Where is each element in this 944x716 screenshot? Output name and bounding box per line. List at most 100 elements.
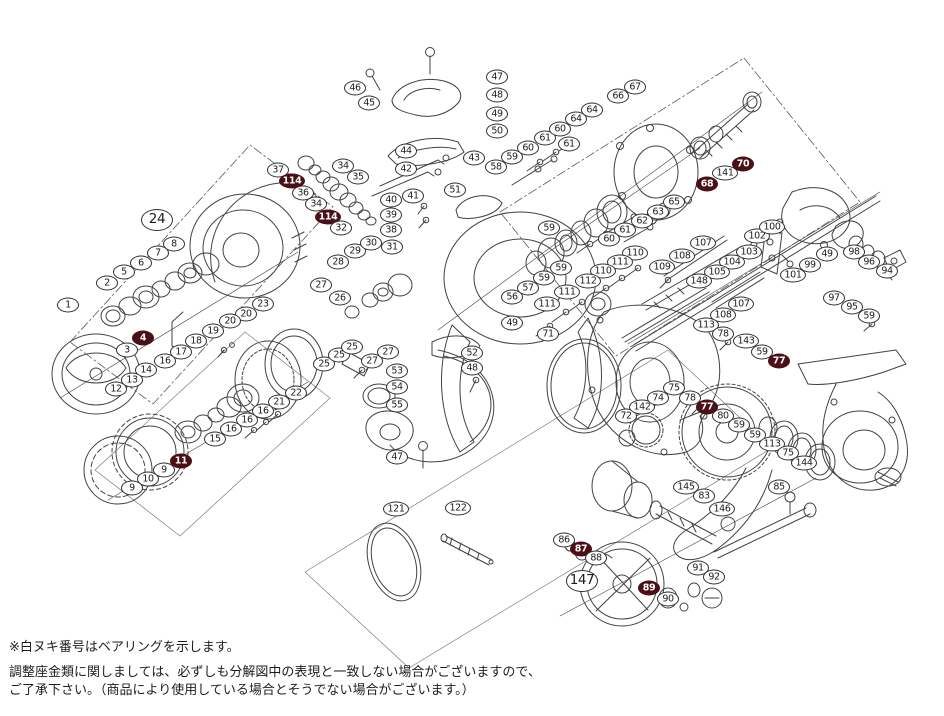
part-balloon-25: 25 [313, 356, 335, 372]
part-balloon-19: 19 [202, 323, 224, 339]
part-balloon-109: 109 [649, 259, 675, 275]
part-balloon-83: 83 [693, 488, 715, 504]
part-balloon-64: 64 [581, 102, 603, 118]
part-balloon-94: 94 [876, 263, 898, 279]
part-balloon-35: 35 [347, 169, 369, 185]
part-balloon-146: 146 [709, 501, 735, 517]
part-balloon-148: 148 [686, 273, 712, 289]
part-balloon-5: 5 [113, 264, 135, 280]
part-balloon-74: 74 [647, 390, 669, 406]
part-balloon-2: 2 [96, 275, 118, 291]
part-balloon-86: 86 [553, 532, 575, 548]
part-balloon-16: 16 [236, 412, 258, 428]
part-balloon-111: 111 [554, 284, 580, 300]
part-balloon-101: 101 [780, 267, 806, 283]
part-balloon-54: 54 [386, 379, 408, 395]
part-balloon-103: 103 [736, 244, 762, 260]
part-balloon-50: 50 [486, 123, 508, 139]
part-balloon-99: 99 [799, 257, 821, 273]
part-balloon-59: 59 [751, 344, 773, 360]
washer-note-line1: 調整座金類に関しましては、必ずしも分解図中の表現と一致しない場合がございますので… [9, 664, 541, 679]
part-balloon-26: 26 [329, 290, 351, 306]
part-balloon-16: 16 [252, 403, 274, 419]
part-balloon-31: 31 [381, 239, 403, 255]
part-balloon-46: 46 [344, 80, 366, 96]
part-balloon-62: 62 [631, 213, 653, 229]
part-balloon-75: 75 [777, 445, 799, 461]
part-balloon-51: 51 [444, 182, 466, 198]
part-balloon-107: 107 [728, 296, 754, 312]
part-balloon-38: 38 [380, 222, 402, 238]
part-balloon-111: 111 [534, 296, 560, 312]
part-balloon-59: 59 [728, 417, 750, 433]
part-balloon-59: 59 [550, 260, 572, 276]
part-balloon-41: 41 [402, 188, 424, 204]
part-balloon-16: 16 [220, 421, 242, 437]
part-balloon-53: 53 [386, 363, 408, 379]
part-balloon-45: 45 [358, 95, 380, 111]
part-balloon-57: 57 [517, 280, 539, 296]
part-balloon-113: 113 [693, 317, 719, 333]
part-balloon-48: 48 [461, 360, 483, 376]
part-balloon-70: 70 [732, 156, 754, 172]
part-balloon-145: 145 [673, 479, 699, 495]
part-balloon-65: 65 [663, 194, 685, 210]
part-balloon-12: 12 [105, 381, 127, 397]
part-balloon-67: 67 [624, 79, 646, 95]
part-balloon-91: 91 [687, 560, 709, 576]
part-balloon-64: 64 [565, 111, 587, 127]
part-balloon-16: 16 [154, 353, 176, 369]
part-balloon-114: 114 [279, 173, 305, 189]
part-balloon-75: 75 [663, 380, 685, 396]
part-balloon-49: 49 [501, 315, 523, 331]
part-balloon-23: 23 [252, 296, 274, 312]
part-balloon-108: 108 [710, 307, 736, 323]
part-balloon-27: 27 [361, 353, 383, 369]
part-balloon-122: 122 [445, 500, 471, 516]
part-balloon-78: 78 [712, 326, 734, 342]
part-balloon-60: 60 [598, 231, 620, 247]
part-balloon-80: 80 [712, 408, 734, 424]
part-balloon-9: 9 [121, 480, 143, 496]
part-balloon-29: 29 [344, 243, 366, 259]
part-balloon-15: 15 [204, 431, 226, 447]
part-balloon-72: 72 [615, 408, 637, 424]
part-balloon-21: 21 [268, 394, 290, 410]
part-balloon-34: 34 [332, 158, 354, 174]
part-balloon-27: 27 [377, 344, 399, 360]
part-balloon-60: 60 [549, 121, 571, 137]
part-balloon-36: 36 [292, 185, 314, 201]
part-balloon-59: 59 [533, 270, 555, 286]
part-balloon-27: 27 [310, 277, 332, 293]
part-balloon-47: 47 [386, 449, 408, 465]
part-balloon-40: 40 [380, 192, 402, 208]
part-balloon-13: 13 [121, 372, 143, 388]
part-balloon-59: 59 [858, 308, 880, 324]
part-balloon-61: 61 [534, 130, 556, 146]
part-balloon-88: 88 [585, 550, 607, 566]
part-balloon-56: 56 [501, 289, 523, 305]
washer-note-line2: ご了承下さい。（商品により使用している場合とそうでない場合がございます。） [9, 682, 475, 697]
part-balloon-105: 105 [704, 264, 730, 280]
part-balloon-143: 143 [733, 333, 759, 349]
part-balloon-121: 121 [383, 501, 409, 517]
part-balloon-77: 77 [768, 353, 790, 369]
part-balloon-47: 47 [486, 69, 508, 85]
part-balloon-37: 37 [267, 162, 289, 178]
part-balloon-42: 42 [395, 161, 417, 177]
part-balloon-78: 78 [679, 390, 701, 406]
part-balloon-49: 49 [816, 246, 838, 262]
part-balloon-14: 14 [135, 362, 157, 378]
part-balloon-48: 48 [486, 87, 508, 103]
part-balloon-9: 9 [153, 462, 175, 478]
part-balloon-22: 22 [285, 385, 307, 401]
part-balloon-7: 7 [147, 245, 169, 261]
part-balloon-4: 4 [132, 330, 154, 346]
part-balloon-100: 100 [759, 219, 785, 235]
part-balloon-68: 68 [696, 176, 718, 192]
footnotes: ※白ヌキ番号はベアリングを示します。 調整座金類に関しましては、必ずしも分解図中… [9, 638, 789, 699]
part-balloon-25: 25 [341, 339, 363, 355]
part-balloon-61: 61 [558, 136, 580, 152]
part-balloon-60: 60 [517, 140, 539, 156]
